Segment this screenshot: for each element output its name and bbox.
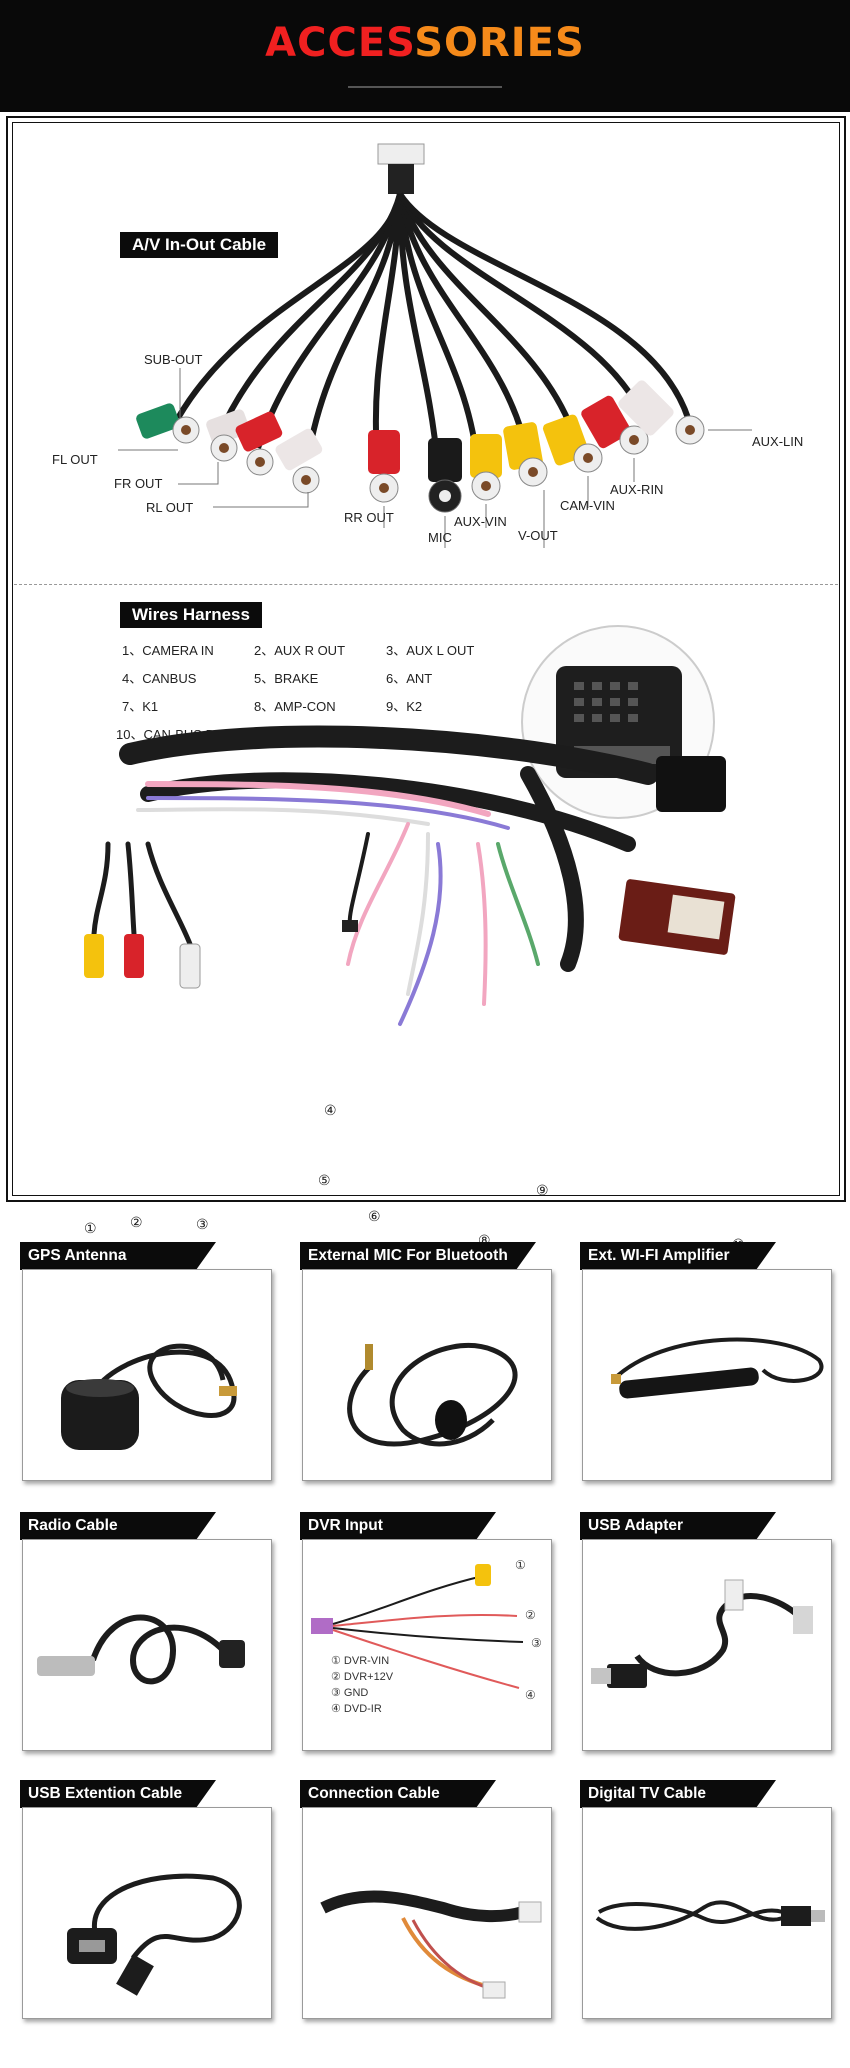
accessory-label: Digital TV Cable xyxy=(580,1780,756,1808)
harness-item-5: 5、BRAKE xyxy=(254,671,319,686)
harness-marker-9: ⑨ xyxy=(536,1182,549,1198)
accessory-connection-cable: Connection Cable xyxy=(300,1780,552,2020)
harness-marker-3: ③ xyxy=(196,1216,209,1232)
radio-cable-image xyxy=(37,1614,245,1685)
cable-diagram-frame: A/V In-Out Cable xyxy=(6,116,846,1262)
dvr-marker-2: ② xyxy=(525,1608,536,1622)
harness-item-8: 8、AMP-CON xyxy=(254,699,336,714)
external-mic-image xyxy=(347,1343,518,1447)
dvr-item-2: ② DVR+12V xyxy=(331,1671,394,1683)
connection-cable-image xyxy=(320,1890,542,1999)
accessory-label: GPS Antenna xyxy=(20,1242,196,1270)
dvr-item-3: ③ GND xyxy=(331,1687,369,1699)
accessory-label: External MIC For Bluetooth xyxy=(300,1242,516,1270)
title-underline xyxy=(348,86,502,88)
av-cable-illustration xyxy=(118,143,752,548)
harness-item-7: 7、K1 xyxy=(122,699,159,714)
harness-marker-4: ④ xyxy=(324,1102,337,1118)
callout-fr-out: FR OUT xyxy=(114,476,163,491)
harness-marker-5: ⑤ xyxy=(318,1172,331,1188)
callout-aux-rin: AUX-RIN xyxy=(610,482,664,497)
dvr-marker-1: ① xyxy=(515,1558,526,1572)
accessory-usb-extension-cable: USB Extention Cable xyxy=(20,1780,272,2020)
callout-fl-out: FL OUT xyxy=(52,452,98,467)
harness-item-1: 1、CAMERA IN xyxy=(122,643,214,658)
harness-item-6: 6、ANT xyxy=(386,671,433,686)
dvr-item-4: ④ DVD-IR xyxy=(331,1703,382,1715)
accessory-label: Connection Cable xyxy=(300,1780,476,1808)
callout-cam-vin: CAM-VIN xyxy=(560,498,615,513)
cable-diagram-inner-border xyxy=(12,122,840,1196)
accessory-label: USB Adapter xyxy=(580,1512,756,1540)
accessory-label: Radio Cable xyxy=(20,1512,196,1540)
harness-item-4: 4、CANBUS xyxy=(122,671,197,686)
harness-marker-6: ⑥ xyxy=(368,1208,381,1224)
wires-harness-illustration xyxy=(84,625,736,1026)
harness-item-2: 2、AUX R OUT xyxy=(254,643,346,658)
page-header: ACCESSORIES xyxy=(0,0,850,112)
dvr-item-1: ① DVR-VIN xyxy=(331,1655,390,1667)
digital-tv-cable-image xyxy=(595,1900,825,1931)
wifi-amplifier-image xyxy=(611,1337,824,1399)
page-title: ACCESSORIES xyxy=(265,20,585,66)
accessory-wifi-amplifier: Ext. WI-FI Amplifier xyxy=(580,1242,832,1482)
harness-marker-2: ② xyxy=(130,1214,143,1230)
dvr-marker-3: ③ xyxy=(531,1636,542,1650)
usb-extension-image xyxy=(67,1873,242,1996)
section-divider xyxy=(14,584,838,585)
wires-harness-tag: Wires Harness xyxy=(120,602,262,628)
gps-antenna-image xyxy=(61,1343,237,1450)
callout-aux-vin: AUX-VIN xyxy=(454,514,507,529)
callout-rr-out: RR OUT xyxy=(344,510,394,525)
dvr-input-image xyxy=(311,1564,524,1689)
accessory-radio-cable: Radio Cable xyxy=(20,1512,272,1752)
harness-item-9: 9、K2 xyxy=(386,699,423,714)
callout-aux-lin: AUX-LIN xyxy=(752,434,804,449)
accessory-dvr-input: DVR Input ① DVR-VIN ② DVR+12V ③ GND ④ DV… xyxy=(300,1512,552,1752)
callout-sub-out: SUB-OUT xyxy=(144,352,203,367)
harness-item-3: 3、AUX L OUT xyxy=(386,643,475,658)
accessory-label: USB Extention Cable xyxy=(20,1780,196,1808)
accessory-label: DVR Input xyxy=(300,1512,476,1540)
callout-v-out: V-OUT xyxy=(518,528,558,543)
dvr-marker-4: ④ xyxy=(525,1688,536,1702)
accessory-label: Ext. WI-FI Amplifier xyxy=(580,1242,756,1270)
accessory-digital-tv-cable: Digital TV Cable xyxy=(580,1780,832,2020)
accessory-gps-antenna: GPS Antenna xyxy=(20,1242,272,1482)
callout-mic: MIC xyxy=(428,530,452,545)
usb-adapter-image xyxy=(591,1579,813,1688)
callout-rl-out: RL OUT xyxy=(146,500,194,515)
accessory-usb-adapter: USB Adapter xyxy=(580,1512,832,1752)
accessory-external-mic: External MIC For Bluetooth xyxy=(300,1242,552,1482)
av-cable-tag: A/V In-Out Cable xyxy=(120,232,279,258)
harness-marker-1: ① xyxy=(84,1220,97,1236)
